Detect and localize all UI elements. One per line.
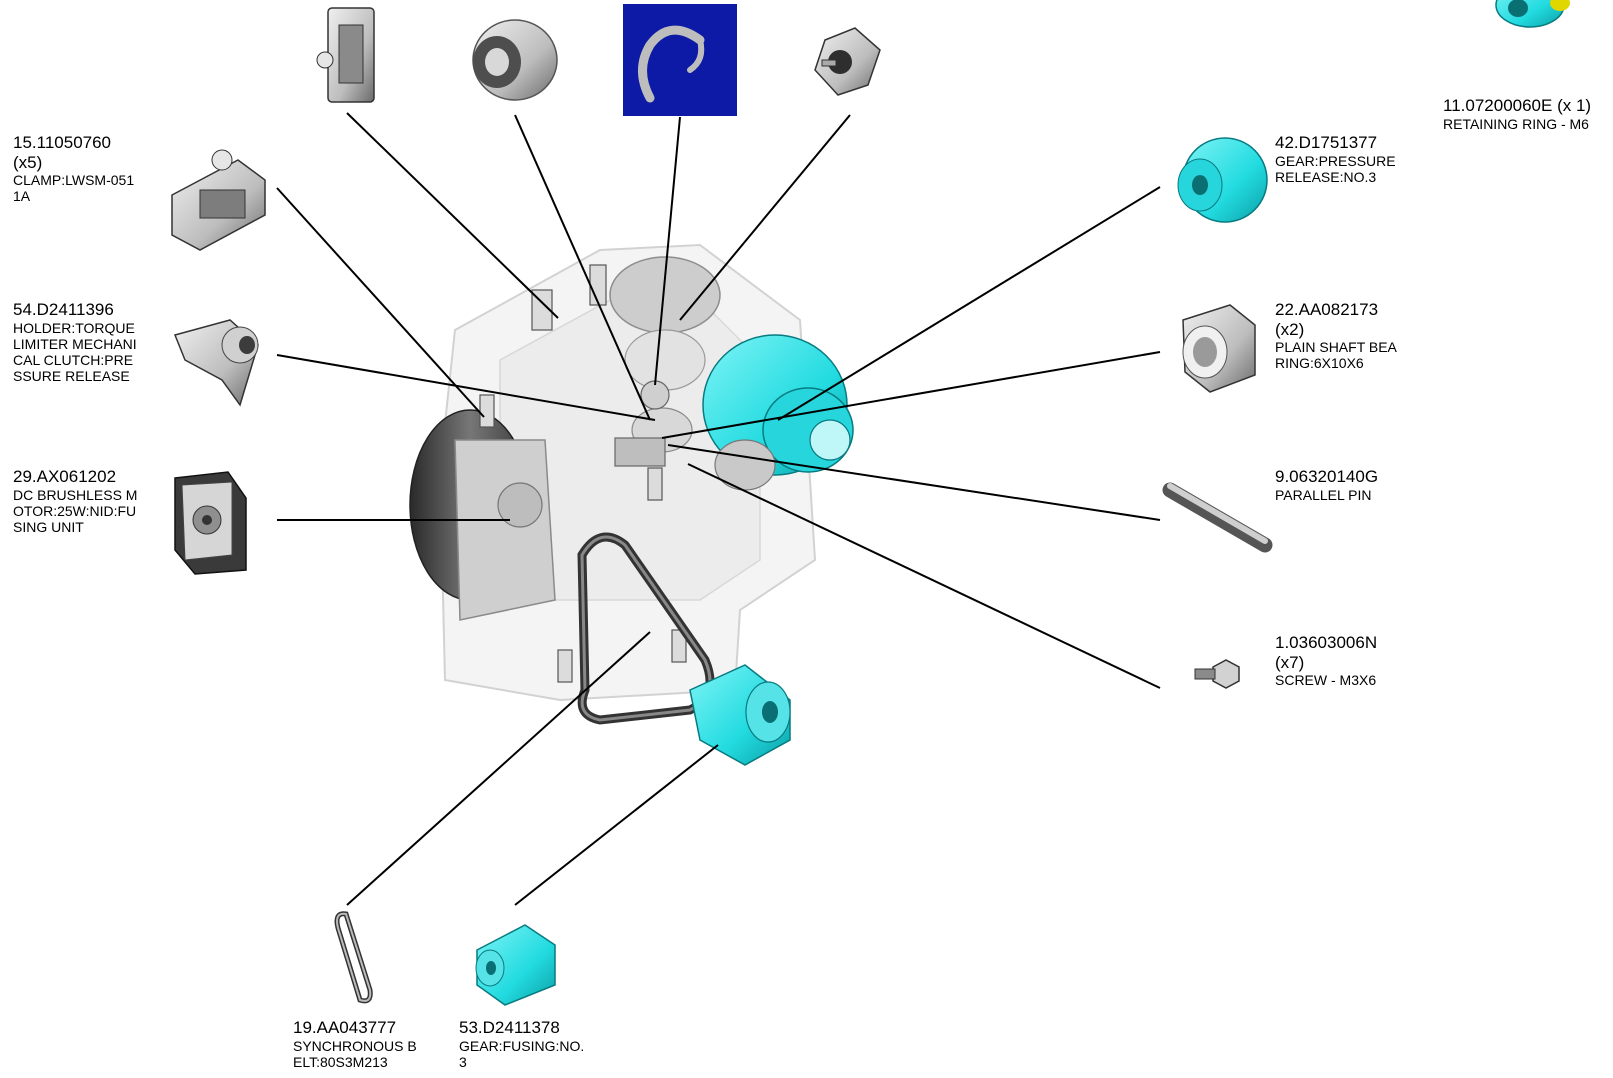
part-description: SYNCHRONOUS B (293, 1037, 417, 1054)
part-description: ELT:80S3M213 (293, 1053, 388, 1070)
leader-line-plain-bearing (661, 351, 1161, 439)
part-number: 11.07200060E (1443, 96, 1553, 115)
leader-line-fusing-gear (514, 744, 719, 906)
label-part-9: 9.06320140G PARALLEL PIN (1275, 467, 1378, 503)
leader-line-roller-top (514, 114, 651, 421)
thumb-clamp-top[interactable] (316, 7, 375, 103)
label-part-11: 11.07200060E (x 1) RETAINING RING - M6 (1443, 96, 1591, 132)
leader-line-sensor-top (679, 114, 851, 321)
leader-line-holder (276, 354, 656, 421)
part-number: 54.D2411396 (13, 300, 114, 319)
thumb-plain-bearing[interactable] (1182, 304, 1256, 393)
part-number: 9.06320140G (1275, 467, 1379, 486)
part-description: SING UNIT (13, 518, 84, 535)
part-description: 1A (13, 188, 31, 205)
part-description: RING:6X10X6 (1275, 355, 1364, 372)
part-number: 22.AA082173 (1275, 300, 1379, 319)
thumb-retaining-ring-top-right[interactable] (1495, 0, 1570, 28)
thumb-parallel-pin[interactable] (1162, 482, 1273, 553)
label-part-54: 54.D2411396 HOLDER:TORQUE LIMITER MECHAN… (13, 300, 137, 384)
leader-line-pressure-release-gear (777, 186, 1161, 421)
part-number: 42.D1751377 (1275, 133, 1378, 152)
part-quantity: (x2) (1275, 319, 1305, 339)
thumb-synchronous-belt[interactable] (334, 911, 373, 1004)
part-description: CAL CLUTCH:PRE (13, 351, 134, 368)
leader-line-synchronous-belt (346, 631, 651, 906)
part-description: RELEASE:NO.3 (1275, 168, 1377, 185)
label-part-42: 42.D1751377 GEAR:PRESSURE RELEASE:NO.3 (1275, 133, 1396, 185)
thumb-sensor-top[interactable] (814, 27, 881, 96)
thumb-holder[interactable] (173, 319, 259, 407)
part-number-line: 11.07200060E (x 1) (1443, 96, 1591, 116)
leader-line-retaining-ring (654, 116, 681, 386)
part-description: RETAINING RING - M6 (1443, 115, 1589, 132)
thumb-pressure-release-gear[interactable] (1177, 137, 1268, 223)
thumb-roller-top[interactable] (472, 19, 558, 101)
part-number: 1.03603006N (1275, 633, 1378, 652)
part-description: DC BRUSHLESS M (13, 486, 138, 503)
part-number: 19.AA043777 (293, 1018, 397, 1037)
part-number: 53.D2411378 (459, 1018, 560, 1037)
label-part-15: 15.11050760 (x5) CLAMP:LWSM-051 1A (13, 133, 134, 204)
part-description: SSURE RELEASE (13, 367, 130, 384)
part-description: LIMITER MECHANI (13, 335, 137, 352)
leader-line-screw (687, 463, 1161, 689)
part-description: GEAR:FUSING:NO. (459, 1037, 585, 1054)
label-part-1: 1.03603006N (x7) SCREW - M3X6 (1275, 633, 1377, 688)
thumb-fusing-gear[interactable] (475, 924, 556, 1006)
leader-line-clamp-top (346, 112, 559, 319)
part-description: CLAMP:LWSM-051 (13, 172, 135, 189)
part-quantity: (x5) (13, 152, 43, 172)
thumb-retaining-ring-selected[interactable] (623, 4, 737, 116)
leader-line-parallel-pin (667, 444, 1161, 521)
leader-lines (276, 112, 1161, 906)
thumb-screw[interactable] (1194, 659, 1240, 689)
leader-line-clamp (276, 187, 485, 418)
fusing-gear-installed (689, 664, 791, 766)
pressure-release-gear-installed (702, 334, 854, 491)
main-assembly (409, 243, 854, 766)
part-description: 3 (459, 1053, 467, 1070)
part-description: HOLDER:TORQUE (13, 319, 135, 336)
part-description: SCREW - M3X6 (1275, 672, 1377, 689)
part-number: 15.11050760 (13, 133, 112, 152)
label-part-29: 29.AX061202 DC BRUSHLESS M OTOR:25W:NID:… (13, 467, 137, 535)
part-description: OTOR:25W:NID:FU (13, 502, 137, 519)
part-description: PARALLEL PIN (1275, 486, 1372, 503)
thumb-motor[interactable] (174, 471, 247, 575)
part-description: PLAIN SHAFT BEA (1275, 339, 1397, 356)
label-part-22: 22.AA082173 (x2) PLAIN SHAFT BEA RING:6X… (1275, 300, 1397, 371)
label-part-19: 19.AA043777 SYNCHRONOUS B ELT:80S3M213 (293, 1018, 417, 1070)
part-quantity: (x7) (1275, 652, 1305, 672)
part-description: GEAR:PRESSURE (1275, 152, 1396, 169)
part-quantity: (x 1) (1557, 96, 1592, 115)
part-number: 29.AX061202 (13, 467, 117, 486)
label-part-53: 53.D2411378 GEAR:FUSING:NO. 3 (459, 1018, 584, 1070)
thumb-clamp[interactable] (171, 149, 266, 251)
